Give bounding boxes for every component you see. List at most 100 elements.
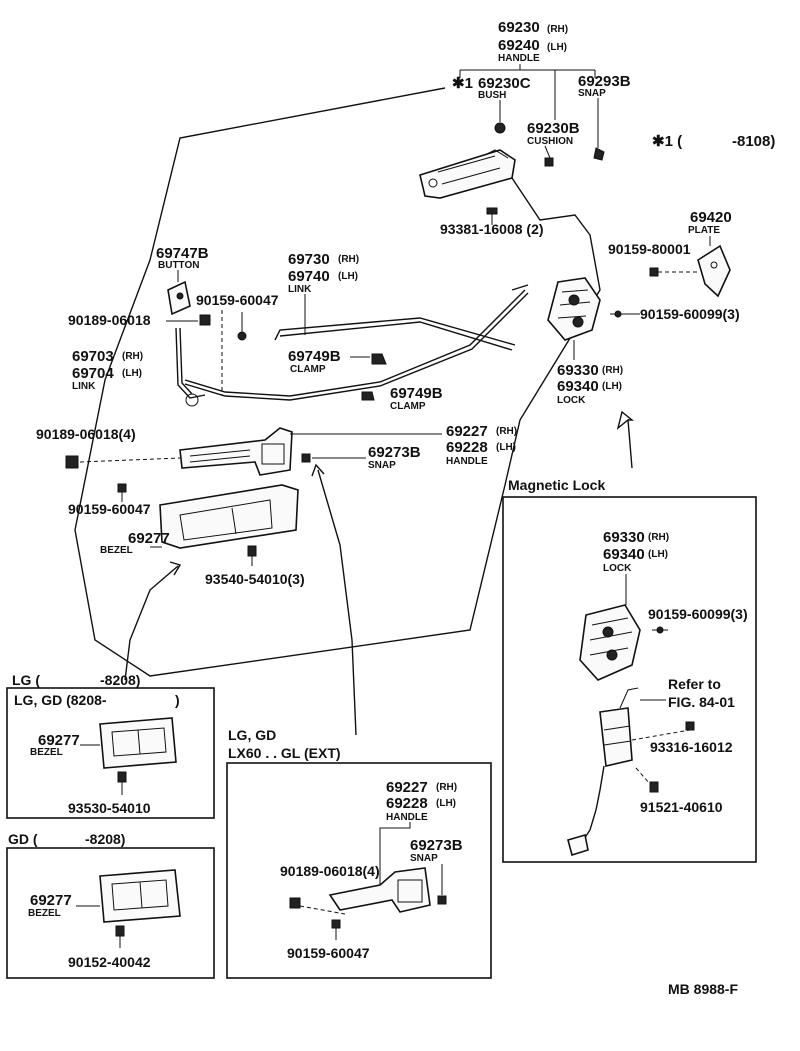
part-69227-label: 69227 [446,423,488,440]
part-69749b-a-label: 69749B [288,348,341,365]
door-outline [74,87,601,677]
mag-screw-93316-label: 93316-16012 [650,739,733,755]
svg-text:LINK: LINK [288,284,312,295]
part-69420-label: 69420 [690,209,732,226]
svg-text:CLAMP: CLAMP [290,364,326,375]
screw-90159-60099-label: 90159-60099(3) [640,306,740,322]
note-8108: ✱1 ( [652,133,682,150]
svg-text:LOCK: LOCK [603,563,632,574]
svg-text:(LH): (LH) [436,798,456,809]
inside-handle-group: 90189-06018(4) 69227 (RH) 69228 (LH) HAN… [36,423,517,736]
screw-93381-label: 93381-16008 (2) [440,221,544,237]
svg-text:(LH): (LH) [648,549,668,560]
lg-title: LG ( [12,672,40,688]
svg-text:(RH): (RH) [122,351,143,362]
svg-text:(RH): (RH) [602,365,623,376]
magnetic-lock-title: Magnetic Lock [508,477,605,493]
lock-group: 90159-60099(3) 69330 (RH) 69340 (LH) LOC… [547,277,740,469]
screw-90159-80001-label: 90159-80001 [608,241,691,257]
part-69277-label: 69277 [128,530,170,547]
actuator-part [599,707,633,767]
svg-text:PLATE: PLATE [688,225,720,236]
svg-text:-8208): -8208) [100,672,140,688]
svg-text:(RH): (RH) [547,24,568,35]
screw-90159-60047-b-label: 90159-60047 [68,501,151,517]
screw-90189-06018-4-label: 90189-06018(4) [36,426,136,442]
screw-90159-60047-a-label: 90159-60047 [196,292,279,308]
screw-90189-06018-label: 90189-06018 [68,312,151,328]
ext-title-1: LG, GD [228,727,276,743]
svg-text:(RH): (RH) [496,426,517,437]
svg-text:BEZEL: BEZEL [30,747,63,758]
link-rod-69730 [274,317,516,351]
lg-gd-69277-label: 69277 [38,732,80,749]
screw-93540-label: 93540-54010(3) [205,571,305,587]
part-69230-label: 69230 [498,19,540,36]
link-rods: 69730 (RH) 69740 (LH) LINK [184,251,529,401]
part-69747b-label: 69747B [156,245,209,262]
part-69749b-b-label: 69749B [390,385,443,402]
svg-text:CLAMP: CLAMP [390,401,426,412]
link-rod-long [184,289,529,401]
svg-text:LINK: LINK [72,381,96,392]
gd-screw-label: 90152-40042 [68,954,151,970]
svg-text:(RH): (RH) [648,532,669,543]
svg-text:(LH): (LH) [496,442,516,453]
connector-part [567,833,589,857]
part-69230b-label: 69230B [527,120,580,137]
lock-part [547,277,601,341]
refer-to-label: Refer to [668,676,721,692]
svg-text:(RH): (RH) [436,782,457,793]
gd-panel: GD ( -8208) 69277 BEZEL 90152-40042 [6,831,215,979]
part-69330-label: 69330 [557,362,599,379]
ext-handle-part [328,867,431,913]
svg-text:69704: 69704 [72,365,114,382]
svg-text:(LH): (LH) [338,271,358,282]
outside-handle-part [419,149,516,199]
part-69240-label: 69240 [498,37,540,54]
svg-text:(LH): (LH) [122,368,142,379]
ext-title-2: LX60 . . GL (EXT) [228,745,341,761]
svg-text:HANDLE: HANDLE [498,53,540,64]
bush-part [494,122,506,134]
part-69730-label: 69730 [288,251,330,268]
svg-text:(LH): (LH) [547,42,567,53]
svg-text:-8108): -8108) [732,133,775,150]
gd-title: GD ( [8,831,38,847]
svg-text:CUSHION: CUSHION [527,136,573,147]
svg-text:69740: 69740 [288,268,330,285]
svg-text:69340: 69340 [603,546,645,563]
cushion-part [544,157,554,167]
figure-code: MB 8988-F [668,981,738,997]
svg-text:BEZEL: BEZEL [28,908,61,919]
svg-text:SNAP: SNAP [410,853,438,864]
lg-gd-title: LG, GD (8208- [14,692,107,708]
inner-link-part [175,327,206,399]
clamp-part-a [371,353,387,365]
lg-gd-bezel-part [99,717,177,769]
mag-lock-part [579,604,641,681]
svg-text:(LH): (LH) [602,381,622,392]
mag-screw-90159-label: 90159-60099(3) [648,606,748,622]
svg-text:BEZEL: BEZEL [100,545,133,556]
svg-text:LOCK: LOCK [557,395,586,406]
svg-text:SNAP: SNAP [368,460,396,471]
gd-69277-label: 69277 [30,892,72,909]
svg-text:69228: 69228 [446,439,488,456]
part-69273b-label: 69273B [368,444,421,461]
ext-screw-90159-label: 90159-60047 [287,945,370,961]
mag-screw-91521-label: 91521-40610 [640,799,723,815]
button-group: 69747B BUTTON 90159-60047 90189-06018 69… [68,245,443,412]
svg-text:HANDLE: HANDLE [386,812,428,823]
svg-text:): ) [175,692,180,708]
svg-text:SNAP: SNAP [578,88,606,99]
svg-text:-8208): -8208) [85,831,125,847]
mag-part-69330-label: 69330 [603,529,645,546]
svg-text:BUSH: BUSH [478,90,506,101]
part-69703-label: 69703 [72,348,114,365]
ext-screw-90189-label: 90189-06018(4) [280,863,380,879]
part-69230c-label: 69230C [478,75,531,92]
svg-text:FIG. 84-01: FIG. 84-01 [668,694,735,710]
svg-text:✱1: ✱1 [452,75,473,92]
